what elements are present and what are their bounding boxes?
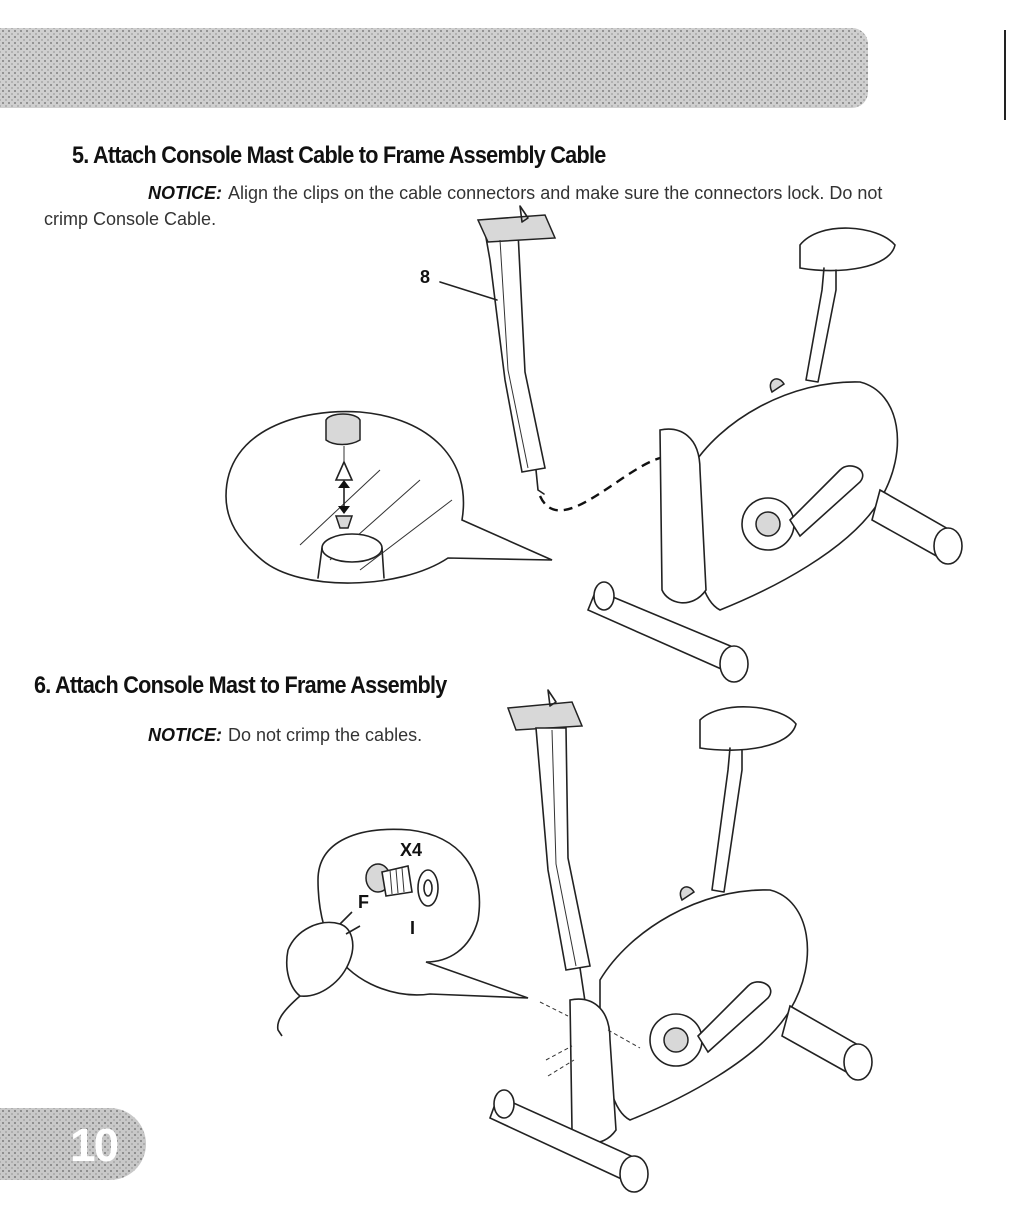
console-mast	[478, 206, 555, 472]
washer-i-label: I	[410, 918, 415, 938]
hand	[278, 912, 360, 1036]
connector-detail-inset	[226, 412, 552, 583]
step-5-illustration: 8	[0, 200, 1009, 680]
bike-frame	[588, 228, 962, 682]
page-edge-rule	[1004, 30, 1006, 120]
page-number: 10	[70, 1118, 117, 1172]
mast-cable	[536, 470, 544, 494]
bolt-f-label: F	[358, 892, 369, 912]
quantity-label: X4	[400, 840, 422, 860]
cable-route-arrow	[540, 457, 681, 511]
header-band	[0, 28, 868, 108]
part-8-leader	[440, 282, 497, 300]
part-8-label: 8	[420, 267, 430, 287]
step-6-illustration: X4 F I	[0, 680, 1009, 1200]
console-mast	[508, 690, 592, 1020]
step-5-title: 5. Attach Console Mast Cable to Frame As…	[72, 142, 606, 170]
